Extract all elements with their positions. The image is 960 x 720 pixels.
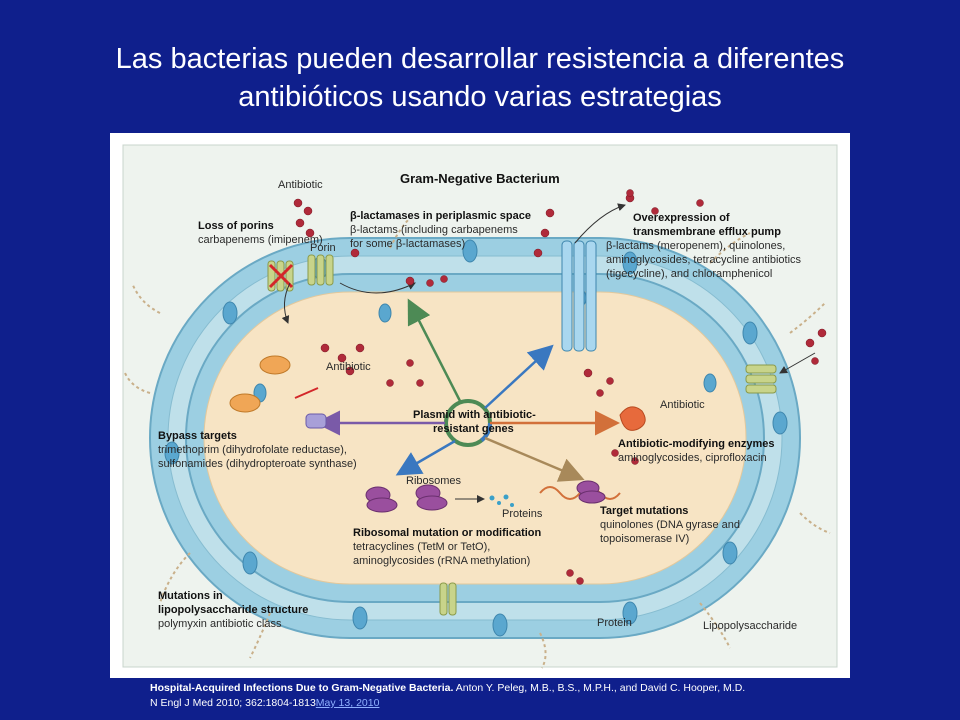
protein-label: Protein [597,617,632,629]
enzyme-orange-1 [259,355,291,375]
ribosomes-label: Ribosomes [406,475,462,487]
target-sub-1: quinolones (DNA gyrase and [600,519,740,531]
efflux-sub-1: β-lactams (meropenem), quinolones, [606,240,785,252]
efflux-sub-3: (tigecycline), and chloramphenicol [606,268,772,280]
ribosomes-group [365,480,606,513]
bypass-sub-1: trimethoprim (dihydrofolate reductase), [158,444,347,456]
target-title: Target mutations [600,505,688,517]
porins-sub: carbapenems (imipenem) [198,234,323,246]
bypass-enzyme [305,413,327,429]
arrow-to-ribosomes [395,439,456,476]
efflux-pump [561,240,597,352]
blactamase-sub2: for some β-lactamases) [350,238,465,250]
plasmid-label-2: resistant genes [433,423,514,435]
lps-title-2: lipopolysaccharide structure [158,604,308,616]
efflux-title-2: transmembrane efflux pump [633,226,781,238]
bacterium-diagram: Gram-Negative Bacterium Antibiotic Loss … [122,144,838,669]
arrow-porin-to-lactamase [339,282,416,294]
modifying-enzyme [619,406,646,431]
antibiotic-label-center: Antibiotic [326,361,371,373]
efflux-title-1: Overexpression of [633,212,730,224]
arrow-antibiotic-right-in [779,352,816,374]
porin-channel [307,254,334,286]
antibiotic-molecules [293,189,827,585]
efflux-sub-2: aminoglycosides, tetracycline antibiotic… [606,254,802,266]
lipopolysaccharide-chains [124,217,831,669]
modifying-sub: aminoglycosides, ciprofloxacin [618,452,767,464]
inner-membrane-pump [745,364,777,394]
blactamase-title: β-lactamases in periplasmic space [350,210,531,222]
title-line-1: Las bacterias pueden desarrollar resiste… [115,43,845,75]
citation-date-link[interactable]: May 13, 2010 [315,697,380,709]
blactamase-sub1: β-lactams (including carbapenems [350,224,518,236]
membrane-proteins [164,239,788,637]
modifying-title: Antibiotic-modifying enzymes [618,438,774,450]
arrow-to-efflux [484,344,554,409]
citation: Hospital-Acquired Infections Due to Gram… [150,681,910,711]
diagram-panel: Gram-Negative Bacterium Antibiotic Loss … [110,133,850,678]
lps-sub: polymyxin antibiotic class [158,618,282,630]
enzyme-orange-2 [229,393,261,413]
citation-title: Hospital-Acquired Infections Due to Gram… [150,682,454,694]
ribosomal-sub-1: tetracyclines (TetM or TetO), [353,541,490,553]
target-sub-2: topoisomerase IV) [600,533,689,545]
citation-authors: Anton Y. Peleg, M.B., B.S., M.P.H., and … [453,682,746,694]
antibiotic-label-top: Antibiotic [278,179,323,191]
arrow-to-target [484,436,585,482]
ribosomal-sub-2: aminoglycosides (rRNA methylation) [353,555,530,567]
porin-label: Porin [310,242,336,254]
antibiotic-label-right: Antibiotic [660,399,705,411]
porins-title: Loss of porins [198,220,274,232]
blocked-x-icon [268,263,294,289]
bottom-porin [439,582,457,616]
bypass-title: Bypass targets [158,430,237,442]
arrow-antibiotic-in [281,282,291,324]
lipopolysaccharide-label: Lipopolysaccharide [703,620,797,632]
ribosomal-title: Ribosomal mutation or modification [353,527,542,539]
bypass-sub-2: sulfonamides (dihydropteroate synthase) [158,458,357,470]
cytoplasm [203,291,747,585]
lps-title-1: Mutations in [158,590,223,602]
arrow-to-blactamase [407,298,462,402]
diagram-header: Gram-Negative Bacterium [400,171,560,186]
protein-dots [489,494,514,507]
slide-title: Las bacterias pueden desarrollar resiste… [40,40,920,116]
arrow-efflux-out [574,203,626,244]
proteins-label: Proteins [502,508,543,520]
title-line-2: antibióticos usando varias estrategias [238,81,722,113]
citation-journal: N Engl J Med 2010; 362:1804-1813 [150,697,316,709]
plasmid-label-1: Plasmid with antibiotic- [413,409,536,421]
inhibition-line [294,387,319,399]
